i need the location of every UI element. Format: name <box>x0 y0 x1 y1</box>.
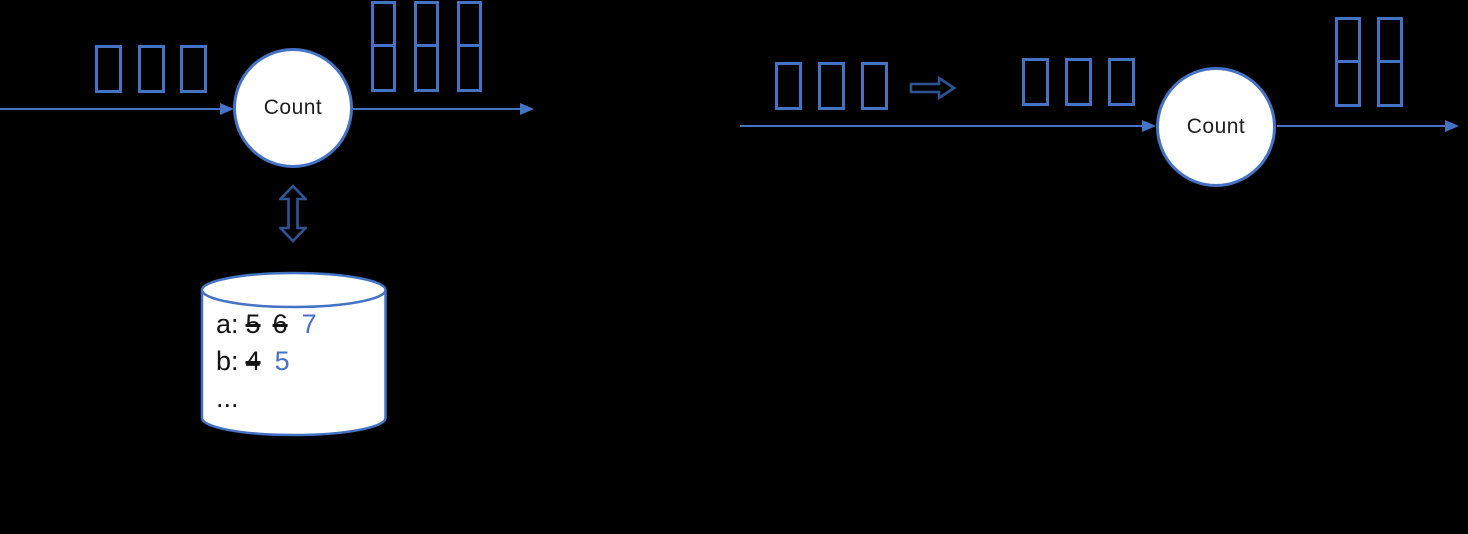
record-key-cell <box>1335 17 1361 63</box>
state-row-ellipsis: ... <box>216 383 239 413</box>
output-record-pair <box>1377 17 1403 107</box>
cylinder-top <box>200 271 387 309</box>
input-record <box>861 62 888 110</box>
input-record <box>1022 58 1049 106</box>
state-sync-arrow-icon <box>279 184 307 243</box>
record-key-cell <box>371 1 396 47</box>
input-stream-arrow <box>740 120 1156 132</box>
record-value-cell <box>1335 60 1361 107</box>
arrowhead-icon <box>220 103 234 115</box>
state-key: a: <box>216 309 239 339</box>
state-old-value: 5 <box>245 309 261 339</box>
output-record-pair <box>414 1 439 92</box>
output-stream-arrow <box>353 103 534 115</box>
input-record <box>95 45 122 93</box>
record-value-cell <box>457 44 482 92</box>
transform-arrow-icon <box>909 75 957 101</box>
output-record-pair <box>457 1 482 92</box>
state-key: b: <box>216 346 239 376</box>
record-key-cell <box>414 1 439 47</box>
stateless-count-diagram: Count <box>734 0 1468 250</box>
output-stream-arrow <box>1277 120 1459 132</box>
count-operator: Count <box>233 48 353 168</box>
count-operator-label: Count <box>1186 115 1246 138</box>
state-old-value: 4 <box>245 346 261 376</box>
count-operator-label: Count <box>263 96 323 119</box>
count-operator: Count <box>1156 67 1276 187</box>
record-key-cell <box>1377 17 1403 63</box>
output-record-pair <box>1335 17 1361 107</box>
record-key-cell <box>457 1 482 47</box>
arrowhead-icon <box>1445 120 1459 132</box>
input-record <box>1108 58 1135 106</box>
input-stream-arrow <box>0 103 234 115</box>
record-value-cell <box>371 44 396 92</box>
input-record <box>775 62 802 110</box>
arrowhead-icon <box>1142 120 1156 132</box>
state-current-value: 7 <box>301 309 317 339</box>
state-old-value: 6 <box>272 309 288 339</box>
input-record <box>1065 58 1092 106</box>
record-value-cell <box>1377 60 1403 107</box>
input-record <box>818 62 845 110</box>
stateful-count-diagram: Count a: <box>0 0 560 460</box>
arrowhead-icon <box>520 103 534 115</box>
state-current-value: 5 <box>274 346 290 376</box>
output-record-pair <box>371 1 396 92</box>
cylinder-body <box>200 290 387 437</box>
record-value-cell <box>414 44 439 92</box>
input-record <box>138 45 165 93</box>
input-record <box>180 45 207 93</box>
state-store-cylinder <box>200 271 387 437</box>
